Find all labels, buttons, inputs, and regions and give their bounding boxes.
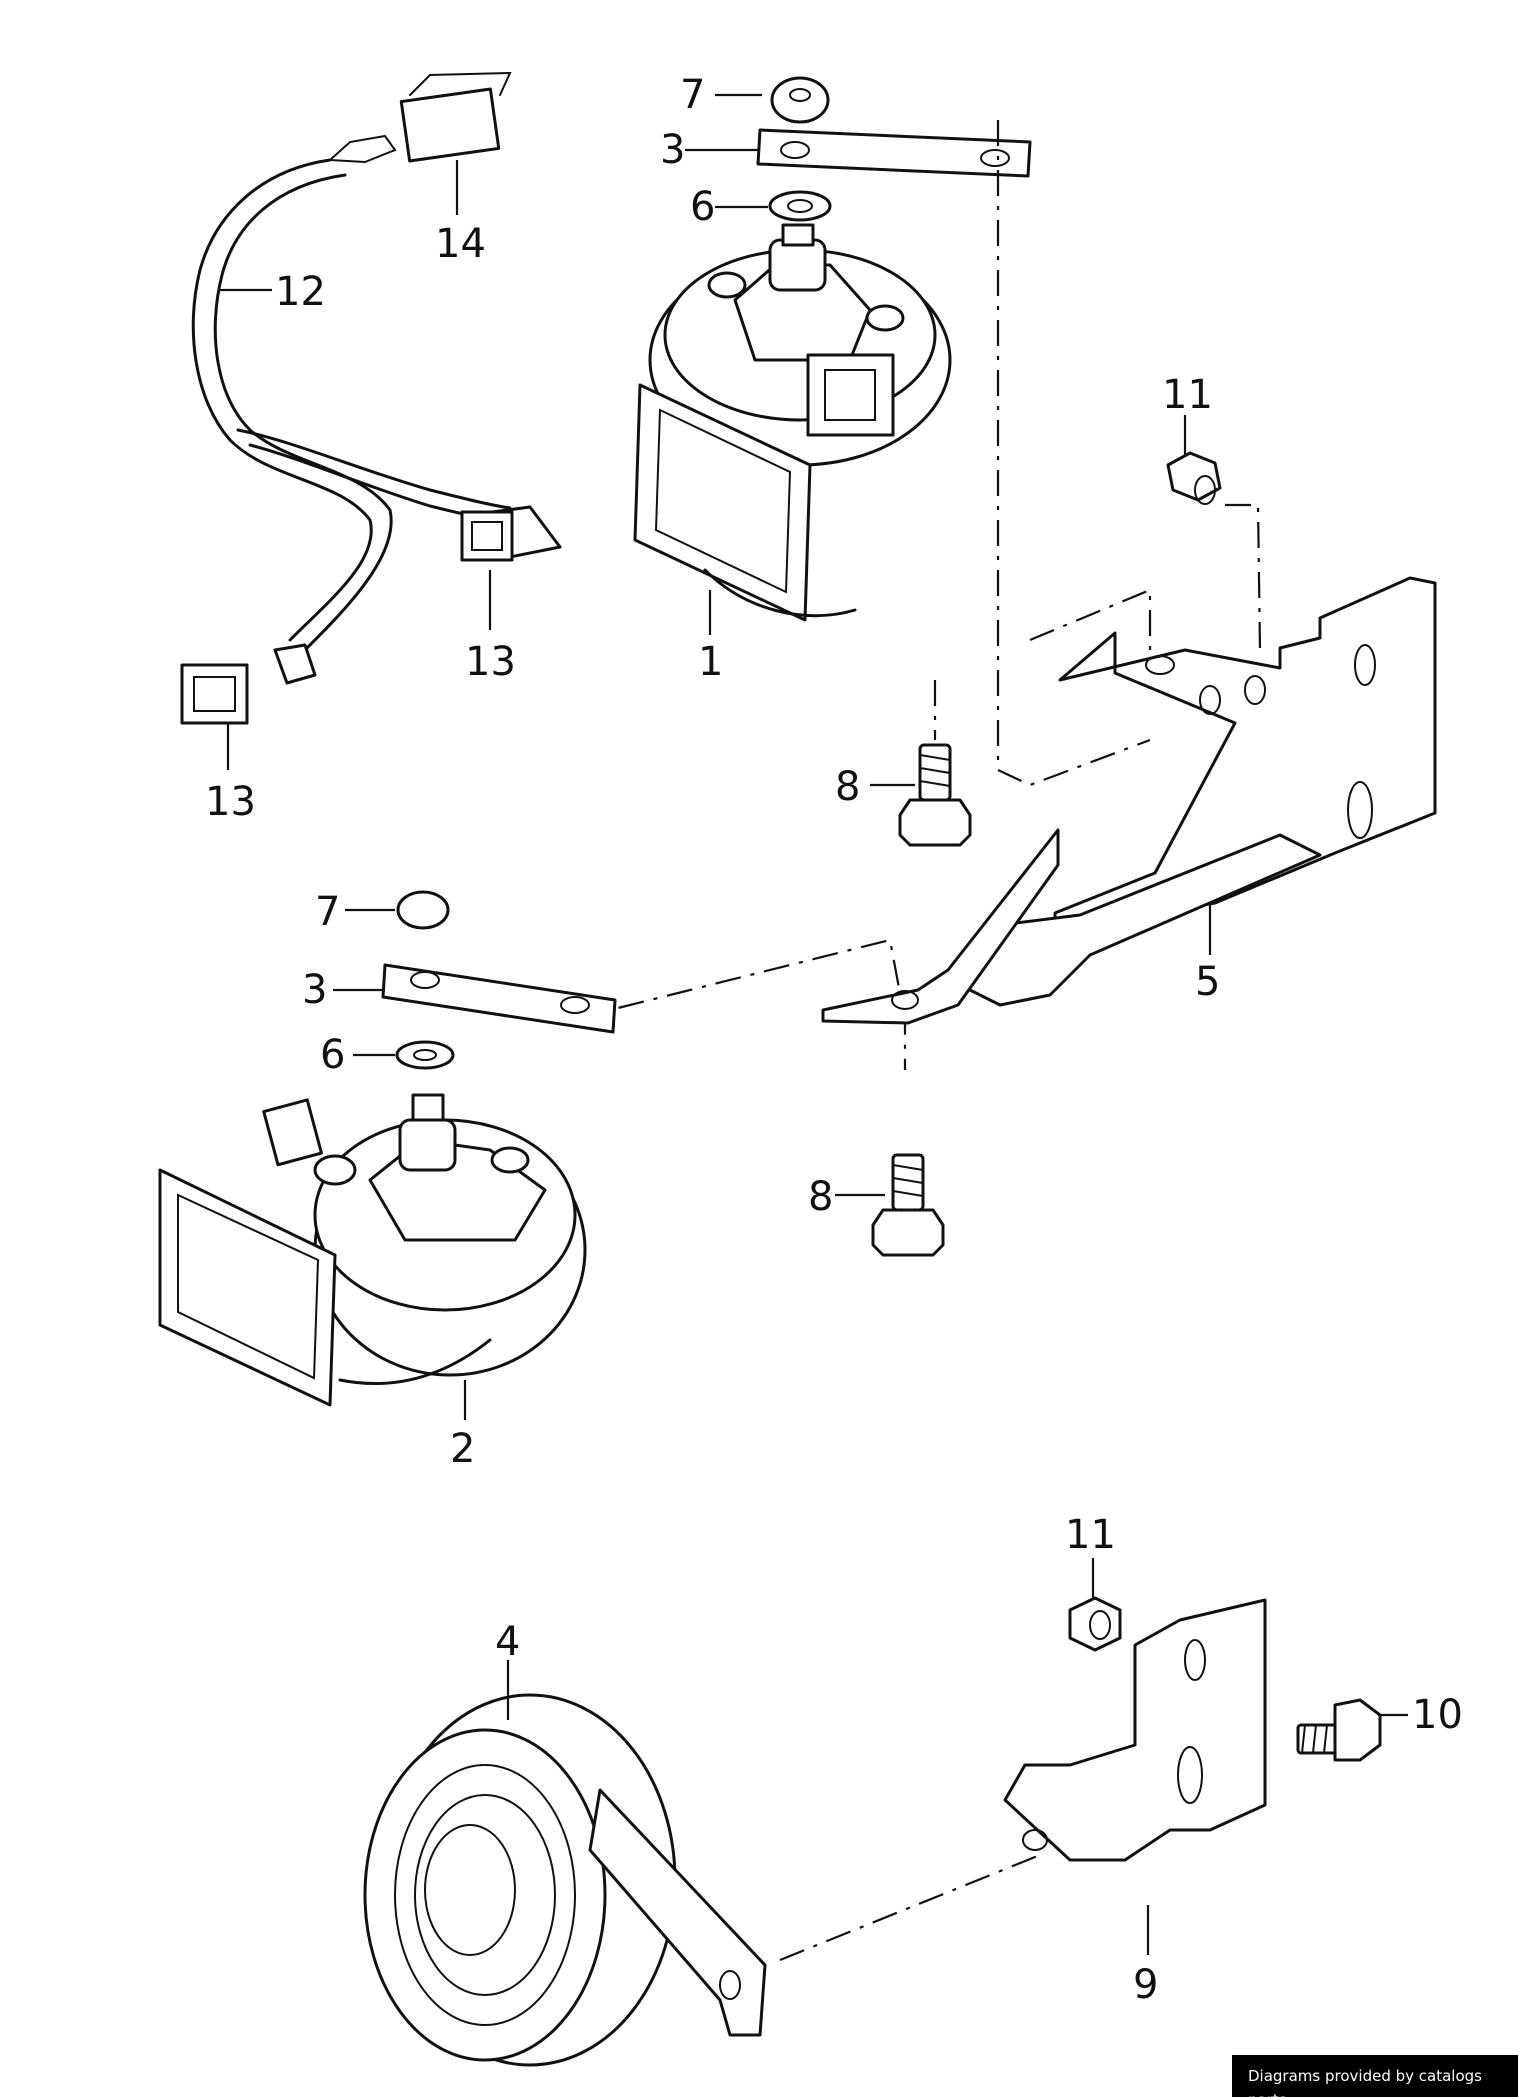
bracket-main (821, 576, 1437, 1025)
bolt-10 (1296, 1698, 1382, 1762)
callout-10: 10 (1412, 1692, 1463, 1738)
nut-upper (1166, 451, 1222, 505)
assembly-guide-lines (569, 120, 1262, 1962)
callout-3-lower: 3 (302, 967, 327, 1013)
callout-6-lower: 6 (320, 1032, 345, 1078)
callouts: 7 3 6 12 14 13 13 1 11 8 7 3 6 5 8 2 11 … (205, 72, 1463, 2008)
nut-lower (1068, 1596, 1122, 1652)
bolt-lower (871, 1153, 945, 1257)
leader-lines (220, 93, 1408, 1955)
callout-3-upper: 3 (660, 127, 685, 173)
lower-hardware (381, 890, 617, 1070)
upper-hardware (756, 76, 1032, 222)
bolt-upper (898, 743, 972, 847)
callout-7-upper: 7 (680, 72, 705, 118)
callout-8-lower: 8 (808, 1174, 833, 1220)
bracket-disc (1003, 1598, 1267, 1862)
callout-4: 4 (495, 1619, 520, 1665)
callout-11-lower: 11 (1065, 1512, 1116, 1558)
horn-upper (633, 223, 952, 622)
callout-13-right: 13 (465, 639, 516, 685)
callout-13-left: 13 (205, 779, 256, 825)
callout-2: 2 (450, 1426, 475, 1472)
wiring-harness (180, 71, 562, 725)
callout-6-upper: 6 (690, 184, 715, 230)
callout-11-upper: 11 (1162, 372, 1213, 418)
callout-14: 14 (435, 221, 486, 267)
callout-5: 5 (1195, 959, 1220, 1005)
diagram-credit-badge: Diagrams provided by catalogs parts (1232, 2055, 1518, 2097)
callout-1: 1 (698, 639, 723, 685)
callout-9: 9 (1133, 1962, 1158, 2008)
callout-8-upper: 8 (835, 764, 860, 810)
horn-disc (363, 1693, 767, 2067)
callout-7-lower: 7 (315, 889, 340, 935)
callout-12: 12 (275, 269, 326, 315)
horn-lower (158, 1093, 587, 1407)
